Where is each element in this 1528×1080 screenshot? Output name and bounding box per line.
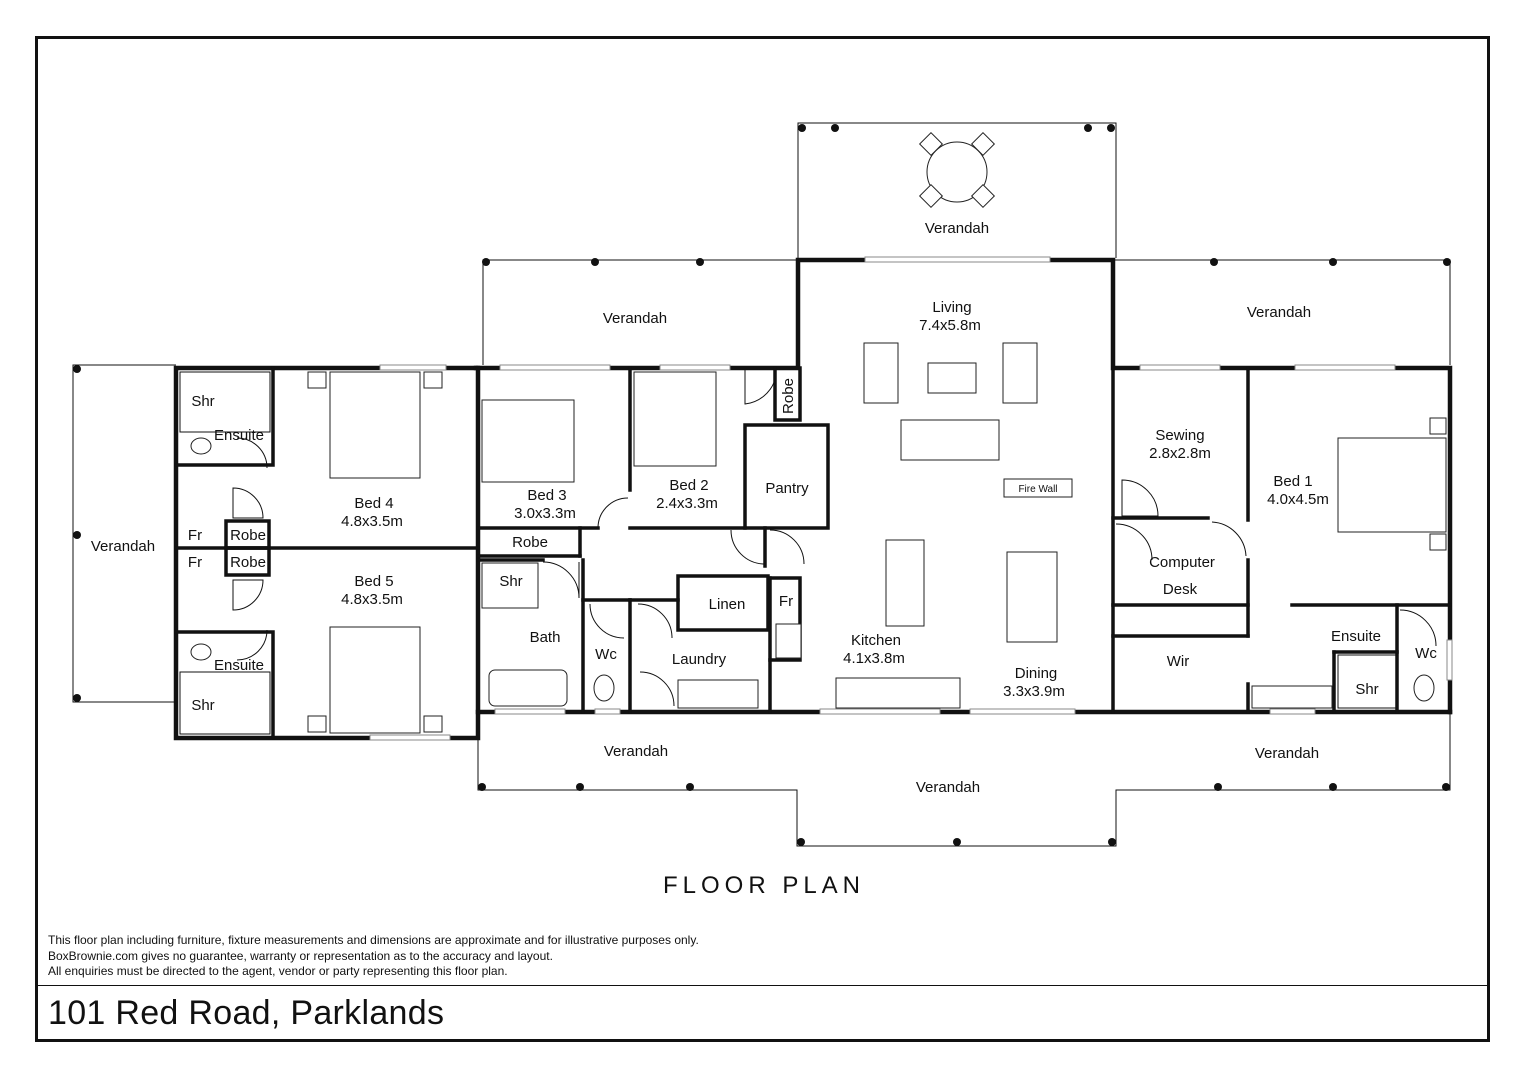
room-ensuite4: Ensuite — [214, 427, 264, 444]
disclaimer-line: BoxBrownie.com gives no guarantee, warra… — [48, 948, 553, 963]
room-sewing-size: 2.8x2.8m — [1149, 445, 1211, 462]
room-robe2: Robe — [780, 378, 797, 414]
windows — [369, 256, 1453, 741]
disclaimer-line: All enquiries must be directed to the ag… — [48, 964, 508, 978]
room-bed4: Bed 4 — [354, 495, 393, 512]
room-bed2-size: 2.4x3.3m — [656, 495, 718, 512]
room-dining-size: 3.3x3.9m — [1003, 683, 1065, 700]
room-computer: Computer — [1149, 554, 1215, 571]
disclaimer: This floor plan including furniture, fix… — [48, 933, 699, 980]
room-shr4: Shr — [191, 393, 214, 410]
room-robe5: Robe — [230, 554, 266, 571]
room-living-size: 7.4x5.8m — [919, 317, 981, 334]
property-address: 101 Red Road, Parklands — [48, 994, 445, 1032]
interior-walls — [174, 366, 1452, 740]
page-frame — [35, 36, 1490, 1042]
room-bed1: Bed 1 — [1273, 473, 1312, 490]
room-verandah-upper-left: Verandah — [603, 310, 667, 327]
room-ensuite1: Ensuite — [1331, 628, 1381, 645]
room-bed5-size: 4.8x3.5m — [341, 591, 403, 608]
verandah-posts — [73, 124, 1451, 846]
room-bed2: Bed 2 — [669, 477, 708, 494]
room-wir: Wir — [1167, 653, 1190, 670]
room-bed5: Bed 5 — [354, 573, 393, 590]
room-desk: Desk — [1163, 581, 1198, 598]
room-verandah-top: Verandah — [925, 220, 989, 237]
room-kitchen: Kitchen — [851, 632, 901, 649]
room-bed1-size: 4.0x4.5m — [1267, 491, 1329, 508]
fire-wall-label: Fire Wall — [1018, 484, 1057, 495]
room-fr5: Fr — [188, 554, 202, 571]
door-swings — [232, 368, 1437, 707]
room-sewing: Sewing — [1155, 427, 1204, 444]
room-shr1: Shr — [1355, 681, 1378, 698]
room-wc-bath: Wc — [595, 646, 617, 663]
room-verandah-lower-center: Verandah — [916, 779, 980, 796]
room-verandah-lower-left: Verandah — [604, 743, 668, 760]
room-kitchen-size: 4.1x3.8m — [843, 650, 905, 667]
room-ensuite5: Ensuite — [214, 657, 264, 674]
room-labels: Verandah Verandah Verandah Verandah Vera… — [91, 220, 1437, 796]
room-verandah-left: Verandah — [91, 538, 155, 555]
disclaimer-line: This floor plan including furniture, fix… — [48, 933, 699, 947]
room-wc1: Wc — [1415, 645, 1437, 662]
room-laundry: Laundry — [672, 651, 727, 668]
room-dining: Dining — [1015, 665, 1058, 682]
room-bed3: Bed 3 — [527, 487, 566, 504]
room-fr4: Fr — [188, 527, 202, 544]
room-linen: Linen — [709, 596, 746, 613]
room-robe3: Robe — [512, 534, 548, 551]
room-shr5: Shr — [191, 697, 214, 714]
room-bed3-size: 3.0x3.3m — [514, 505, 576, 522]
room-pantry: Pantry — [765, 480, 809, 497]
room-shr-bath: Shr — [499, 573, 522, 590]
room-bath: Bath — [530, 629, 561, 646]
footer-divider — [35, 985, 1490, 986]
exterior-walls — [173, 257, 1453, 741]
room-bed4-size: 4.8x3.5m — [341, 513, 403, 530]
room-living: Living — [932, 299, 971, 316]
room-verandah-lower-right: Verandah — [1255, 745, 1319, 762]
furniture — [179, 131, 1447, 735]
room-robe4: Robe — [230, 527, 266, 544]
room-verandah-upper-right: Verandah — [1247, 304, 1311, 321]
plan-title: FLOOR PLAN — [662, 872, 866, 899]
room-fr-kitchen: Fr — [779, 593, 793, 610]
